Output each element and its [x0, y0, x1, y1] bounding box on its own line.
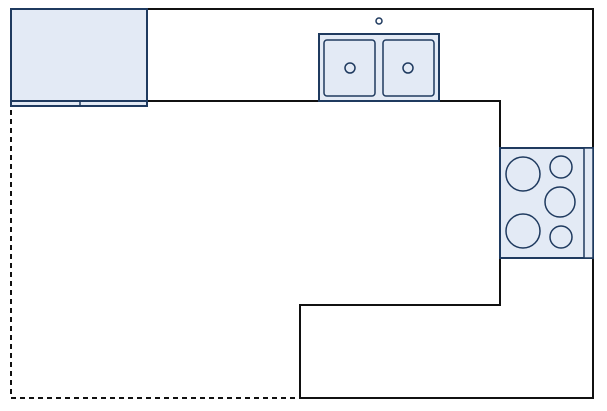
sink-drain-right: [402, 62, 414, 74]
cooktop-range-icon: [499, 147, 594, 259]
range-control-panel: [583, 147, 594, 259]
dashed-open-side: [10, 101, 300, 399]
kitchen-wall-outline: [11, 8, 594, 399]
sink-bowl-right: [382, 39, 435, 97]
burner-small-bottom: [549, 225, 573, 249]
burner-medium-middle: [544, 186, 576, 218]
refrigerator-icon: [10, 8, 148, 107]
sink-bowl-left: [323, 39, 376, 97]
faucet-icon: [375, 17, 383, 25]
sink-drain-left: [344, 62, 356, 74]
burner-large-top: [505, 156, 541, 192]
burner-large-bottom: [505, 213, 541, 249]
burner-small-top: [549, 155, 573, 179]
double-bowl-sink-icon: [318, 17, 440, 102]
